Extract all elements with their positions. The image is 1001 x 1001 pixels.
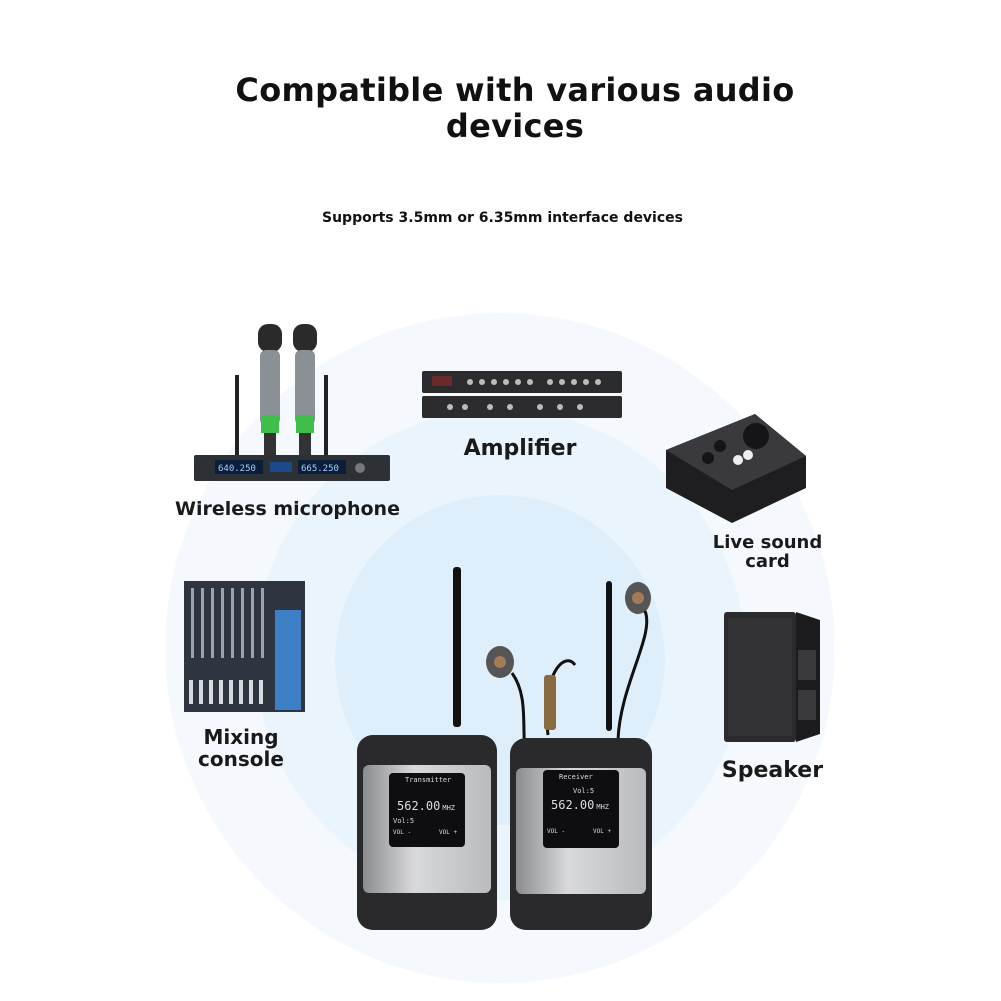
- amplifier-image: [422, 371, 622, 418]
- page-title: Compatible with various audio devices: [235, 71, 795, 145]
- receiver-label: Receiver: [559, 773, 593, 781]
- label-amplifier: Amplifier: [463, 436, 577, 461]
- receiver-vol-up[interactable]: VOL +: [593, 828, 612, 835]
- transmitter-label: Transmitter: [405, 776, 452, 784]
- label-wireless-microphone: Wireless microphone: [175, 498, 400, 520]
- live-sound-card-image: [666, 414, 806, 523]
- transmitter-freq-value: 562.00: [397, 799, 441, 813]
- receiver-freq-unit: MHZ: [596, 803, 610, 811]
- transmitter-vol-up[interactable]: VOL +: [439, 829, 458, 836]
- transmitter-freq-unit: MHZ: [442, 804, 456, 812]
- earphones-cable: [453, 567, 651, 750]
- receiver-vol-down[interactable]: VOL -: [547, 828, 566, 835]
- mic-display-left: 640.250: [218, 464, 256, 474]
- mic-display-right: 665.250: [301, 464, 339, 474]
- label-speaker: Speaker: [721, 758, 824, 783]
- transmitter-vol-down[interactable]: VOL -: [393, 829, 412, 836]
- wireless-microphone-image: 640.250 665.250: [194, 324, 390, 481]
- label-live-sound-card: Live sound card: [712, 532, 823, 572]
- receiver-freq-value: 562.00: [551, 798, 595, 812]
- page-subtitle: Supports 3.5mm or 6.35mm interface devic…: [322, 210, 683, 226]
- speaker-image: [724, 612, 820, 742]
- label-mixing-console: Mixing console: [198, 725, 284, 771]
- receiver-vol: Vol:5: [573, 787, 595, 795]
- mixing-console-image: [184, 581, 305, 712]
- transmitter-vol: Vol:5: [393, 817, 415, 825]
